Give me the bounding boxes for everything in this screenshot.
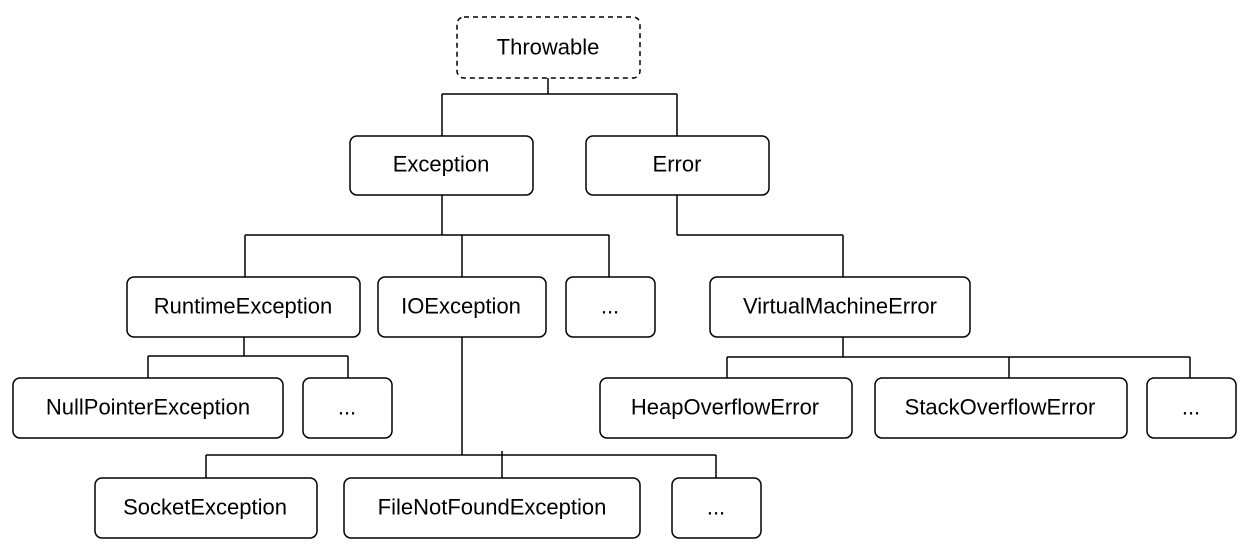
node-io-more-label: ... (707, 495, 725, 520)
node-virtual-machine-error: VirtualMachineError (709, 276, 971, 338)
node-runtime-exception: RuntimeException (126, 276, 361, 338)
node-null-pointer-exception: NullPointerException (12, 377, 284, 439)
node-stack-overflow-error: StackOverflowError (874, 377, 1128, 439)
node-exception: Exception (349, 135, 534, 196)
node-file-not-found-exception-label: FileNotFoundException (378, 495, 607, 520)
node-throwable-label: Throwable (497, 35, 600, 60)
node-virtual-machine-error-label: VirtualMachineError (743, 294, 937, 319)
node-heap-overflow-error-label: HeapOverflowError (631, 395, 819, 420)
node-throwable: Throwable (456, 16, 641, 79)
node-error: Error (585, 135, 770, 196)
node-runtime-more-label: ... (338, 395, 356, 420)
node-socket-exception: SocketException (94, 477, 318, 539)
node-stack-overflow-error-label: StackOverflowError (905, 395, 1096, 420)
node-socket-exception-label: SocketException (123, 495, 287, 520)
node-error-label: Error (653, 152, 702, 177)
node-null-pointer-exception-label: NullPointerException (46, 395, 250, 420)
connectors (147, 78, 1191, 478)
node-exception-more: ... (565, 276, 656, 338)
node-exception-more-label: ... (601, 294, 619, 319)
node-runtime-more: ... (302, 377, 393, 439)
node-exception-label: Exception (393, 152, 490, 177)
node-runtime-exception-label: RuntimeException (154, 294, 333, 319)
node-file-not-found-exception: FileNotFoundException (343, 477, 641, 539)
node-vm-error-more-label: ... (1182, 395, 1200, 420)
node-vm-error-more: ... (1146, 377, 1237, 439)
node-heap-overflow-error: HeapOverflowError (599, 377, 853, 439)
node-io-exception-label: IOException (401, 294, 521, 319)
node-io-exception: IOException (377, 276, 547, 338)
node-io-more: ... (671, 477, 762, 539)
